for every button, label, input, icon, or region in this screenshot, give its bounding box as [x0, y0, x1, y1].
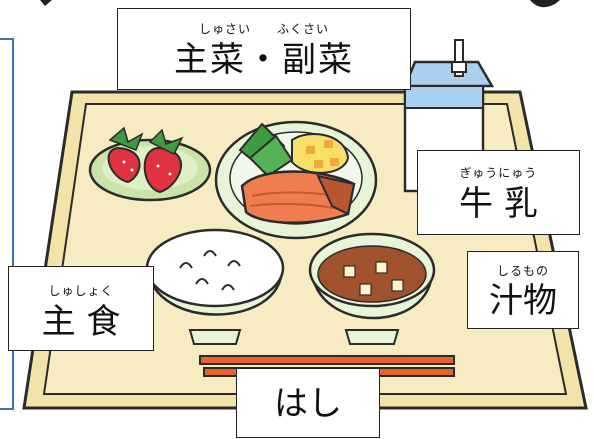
ruby-staple-food: しゅしょく	[48, 284, 114, 298]
strawberry-plate	[88, 126, 212, 202]
rice-bowl	[145, 228, 285, 345]
text-main-side-dish: 主菜・副菜	[174, 40, 354, 80]
text-staple-food: 主 食	[41, 302, 121, 342]
main-dish-plate	[214, 120, 378, 240]
text-chopsticks: はし	[274, 384, 342, 424]
label-milk: ぎゅうにゅう 牛 乳	[417, 150, 580, 235]
text-milk: 牛 乳	[459, 184, 538, 224]
soup-bowl	[308, 232, 436, 345]
left-frame-border	[0, 38, 14, 410]
text-soup: 汁物	[489, 281, 557, 321]
ruby-milk: ぎゅうにゅう	[459, 166, 538, 180]
label-chopsticks: はし	[236, 368, 380, 438]
label-main-side-dish: しゅさい ふくさい 主菜・副菜	[117, 8, 411, 90]
ruby-main-side-dish: しゅさい ふくさい	[198, 22, 329, 36]
label-staple-food: しゅしょく 主 食	[8, 266, 154, 351]
ruby-soup: しるもの	[496, 264, 549, 278]
label-soup: しるもの 汁物	[467, 251, 579, 329]
top-cropped-shapes	[40, 0, 560, 8]
